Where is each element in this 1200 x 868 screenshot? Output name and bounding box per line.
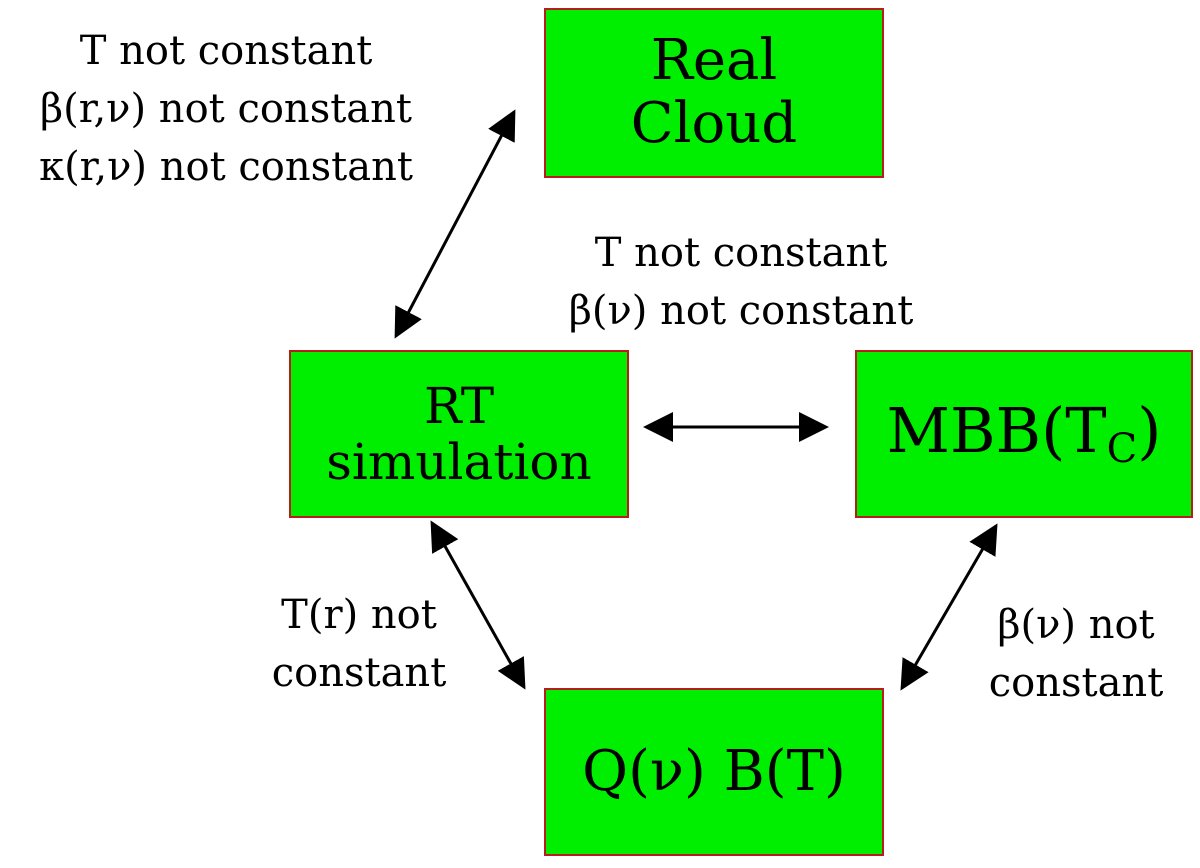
arrow-cloud-rt	[394, 109, 516, 339]
node-mbb: MBB(TC)	[855, 350, 1193, 518]
mbb-close: )	[1137, 394, 1162, 468]
real-cloud-line1: Real	[650, 28, 778, 94]
edge-label-mbb-qb: β(ν) not constant	[966, 596, 1186, 712]
rt-simulation-line1: RT	[423, 377, 495, 435]
edge-label-cloud-rt: T not constant β(r,ν) not constant κ(r,ν…	[8, 22, 444, 196]
edge-label-cloud-rt-line1: T not constant	[79, 28, 373, 74]
edge-label-cloud-rt-line3: κ(r,ν) not constant	[39, 144, 413, 190]
edge-label-mbb-qb-line1: β(ν) not	[997, 602, 1155, 648]
edge-label-rt-mbb-line2: β(ν) not constant	[568, 288, 914, 334]
mbb-subscript: C	[1106, 426, 1138, 473]
edge-label-mbb-qb-line2: constant	[988, 660, 1164, 706]
edge-label-rt-mbb-line1: T not constant	[594, 230, 888, 276]
node-rt-simulation: RT simulation	[289, 350, 629, 518]
edge-label-cloud-rt-line2: β(r,ν) not constant	[40, 86, 412, 132]
arrow-rt-qb	[430, 520, 526, 690]
rt-simulation-line2: simulation	[326, 433, 592, 491]
edge-label-rt-qb: T(r) not constant	[248, 586, 470, 702]
node-real-cloud: Real Cloud	[544, 8, 884, 178]
arrow-mbb-qb	[900, 523, 998, 691]
mbb-label: MBB(TC)	[887, 396, 1162, 472]
real-cloud-line2: Cloud	[630, 91, 798, 156]
mbb-main: MBB(T	[886, 394, 1107, 468]
qb-label: Q(ν) B(T)	[582, 738, 846, 804]
node-qb: Q(ν) B(T)	[544, 688, 884, 856]
edge-label-rt-qb-line1: T(r) not	[281, 592, 437, 638]
edge-label-rt-qb-line2: constant	[271, 650, 447, 696]
edge-label-rt-mbb: T not constant β(ν) not constant	[536, 224, 946, 340]
